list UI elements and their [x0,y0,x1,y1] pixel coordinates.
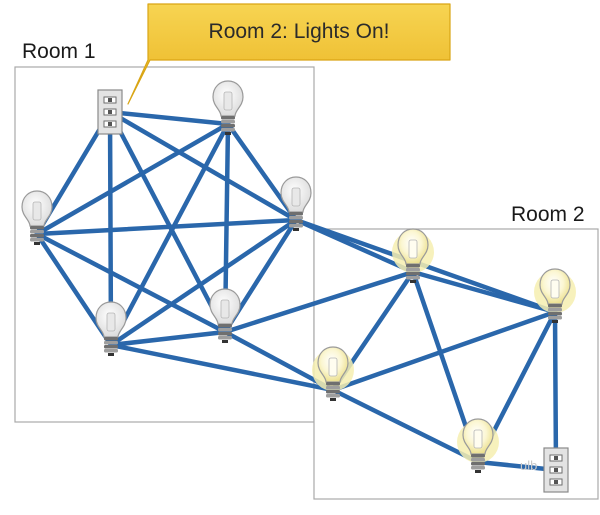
wire-link [107,109,228,335]
bulb-icon [21,190,53,245]
device-nodes [21,80,576,493]
wire-link [552,309,559,473]
wire-link [475,459,559,473]
wire-link [34,217,299,237]
wire-link [108,121,231,348]
room-1-label: Room 1 [22,40,96,63]
watermark-text: ulb [520,458,538,473]
lit-bulb-icon [457,418,499,473]
wire-link [222,269,416,335]
callout-bubble [127,3,451,105]
wire-link [107,109,299,223]
bulb-icon [95,301,127,356]
lit-bulb-icon [392,228,434,283]
wire-link [108,342,336,393]
wire-link [34,121,231,237]
room-2-label: Room 2 [511,203,585,226]
bulb-icon [209,288,241,343]
lit-bulb-icon [312,346,354,401]
bulb-icon [280,176,312,231]
lit-bulb-icon [534,268,576,323]
wire-link [330,387,481,465]
bulb-icon [212,80,244,135]
wire-link [34,231,228,335]
callout-text: Room 2: Lights On! [208,20,390,43]
light-switch-icon [97,89,123,135]
light-switch-icon [543,447,569,493]
wire-link [107,109,231,127]
wire-link [330,309,558,393]
wire-link [108,329,228,348]
wire-link [410,269,558,315]
wire-link [108,217,299,348]
